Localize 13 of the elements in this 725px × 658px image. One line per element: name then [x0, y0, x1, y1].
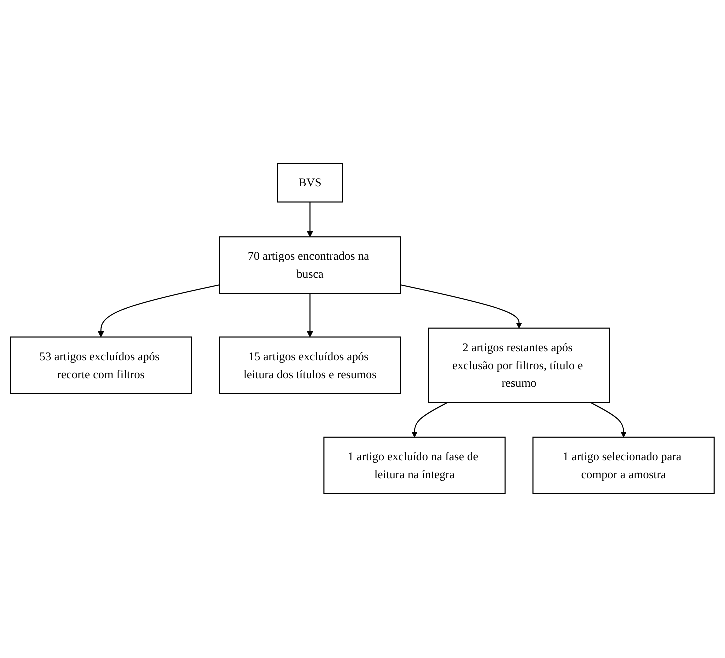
arrow — [307, 202, 314, 238]
node-box: 1 artigo excluído na fase de leitura na íntegra — [324, 437, 506, 495]
arrow — [412, 402, 448, 438]
arrow — [400, 284, 522, 329]
node-box: 53 artigos excluídos após recorte com filtros — [10, 337, 192, 394]
node-box: 2 artigos restantes após exclusão por filtros, título e resumo — [428, 328, 610, 404]
node-box: 15 artigos excluídos após leitura dos títulos e resumos — [219, 337, 402, 394]
arrow — [307, 294, 314, 338]
node-box: 1 artigo selecionado para compor a amostra — [532, 437, 715, 495]
node-box: BVS — [277, 163, 344, 204]
node-box: 70 artigos encontrados na busca — [219, 236, 402, 294]
arrow — [98, 284, 220, 338]
arrow — [590, 402, 627, 438]
